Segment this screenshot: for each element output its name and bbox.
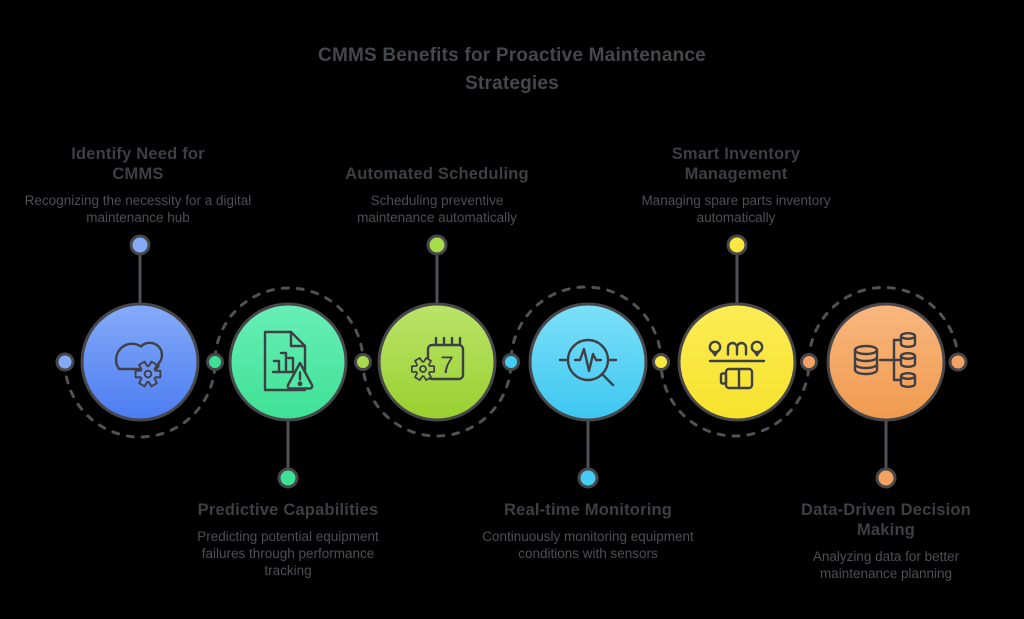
step-circle-2 [228, 302, 348, 422]
calendar-day-glyph: 7 [440, 352, 453, 379]
step-heading: Automated Scheduling [345, 164, 529, 183]
node-dot-2-3 [354, 353, 372, 371]
step-label-automated-scheduling: Automated Scheduling Scheduling preventi… [312, 140, 562, 226]
database-branch-icon [853, 332, 917, 388]
step-description: Continuously monitoring equipment condit… [482, 529, 694, 562]
stem-dot-step-3 [426, 234, 448, 256]
stem-dot-step-6 [875, 467, 897, 489]
pulse-magnifier-icon [558, 338, 618, 387]
document-warning-icon [263, 330, 314, 392]
step-label-real-time-monitoring: Real-time Monitoring Continuously monito… [463, 500, 713, 562]
step-description: Recognizing the necessity for a digital … [24, 193, 252, 225]
stem-dot-step-2 [277, 467, 299, 489]
step-heading: Data-Driven Decision Making [801, 501, 971, 540]
step-label-identify-need: Identify Need for CMMS Recognizing the n… [13, 140, 263, 226]
step-description: Scheduling preventive maintenance automa… [357, 193, 517, 225]
step-heading: Real-time Monitoring [503, 501, 673, 519]
step-heading: Smart Inventory Management [671, 144, 801, 183]
inventory-parts-battery-icon [708, 340, 766, 390]
step-label-smart-inventory: Smart Inventory Management Managing spar… [611, 140, 861, 226]
step-circle-3 [377, 302, 497, 422]
step-label-predictive-capabilities: Predictive Capabilities Predicting poten… [163, 500, 413, 579]
step-heading: Identify Need for CMMS [71, 144, 205, 183]
step-label-data-driven-decisions: Data-Driven Decision Making Analyzing da… [761, 500, 1011, 582]
node-dot-right-end [948, 352, 968, 372]
step-description: Analyzing data for better maintenance pl… [812, 549, 960, 582]
stem-dot-step-1 [129, 234, 151, 256]
step-heading: Predictive Capabilities [197, 501, 379, 519]
step-circle-1 [80, 302, 200, 422]
step-circle-6 [826, 302, 946, 422]
stem-dot-step-5 [726, 234, 748, 256]
calendar-gear-icon: 7 [410, 336, 465, 381]
page-title: CMMS Benefits for Proactive Maintenance … [318, 45, 706, 94]
cloud-gear-icon [114, 341, 164, 388]
node-dot-left-end [55, 352, 75, 372]
node-dot-4-5 [652, 353, 670, 371]
step-description: Predicting potential equipment failures … [197, 529, 379, 579]
step-description: Managing spare parts inventory automatic… [641, 193, 831, 225]
node-dot-1-2 [206, 353, 224, 371]
stem-dot-step-4 [577, 467, 599, 489]
step-circles [80, 302, 946, 422]
connector-node-dots [55, 352, 968, 372]
stem-lines [138, 252, 888, 471]
stem-end-dots [129, 234, 897, 489]
node-dot-5-6 [800, 353, 818, 371]
node-dot-3-4 [502, 353, 520, 371]
